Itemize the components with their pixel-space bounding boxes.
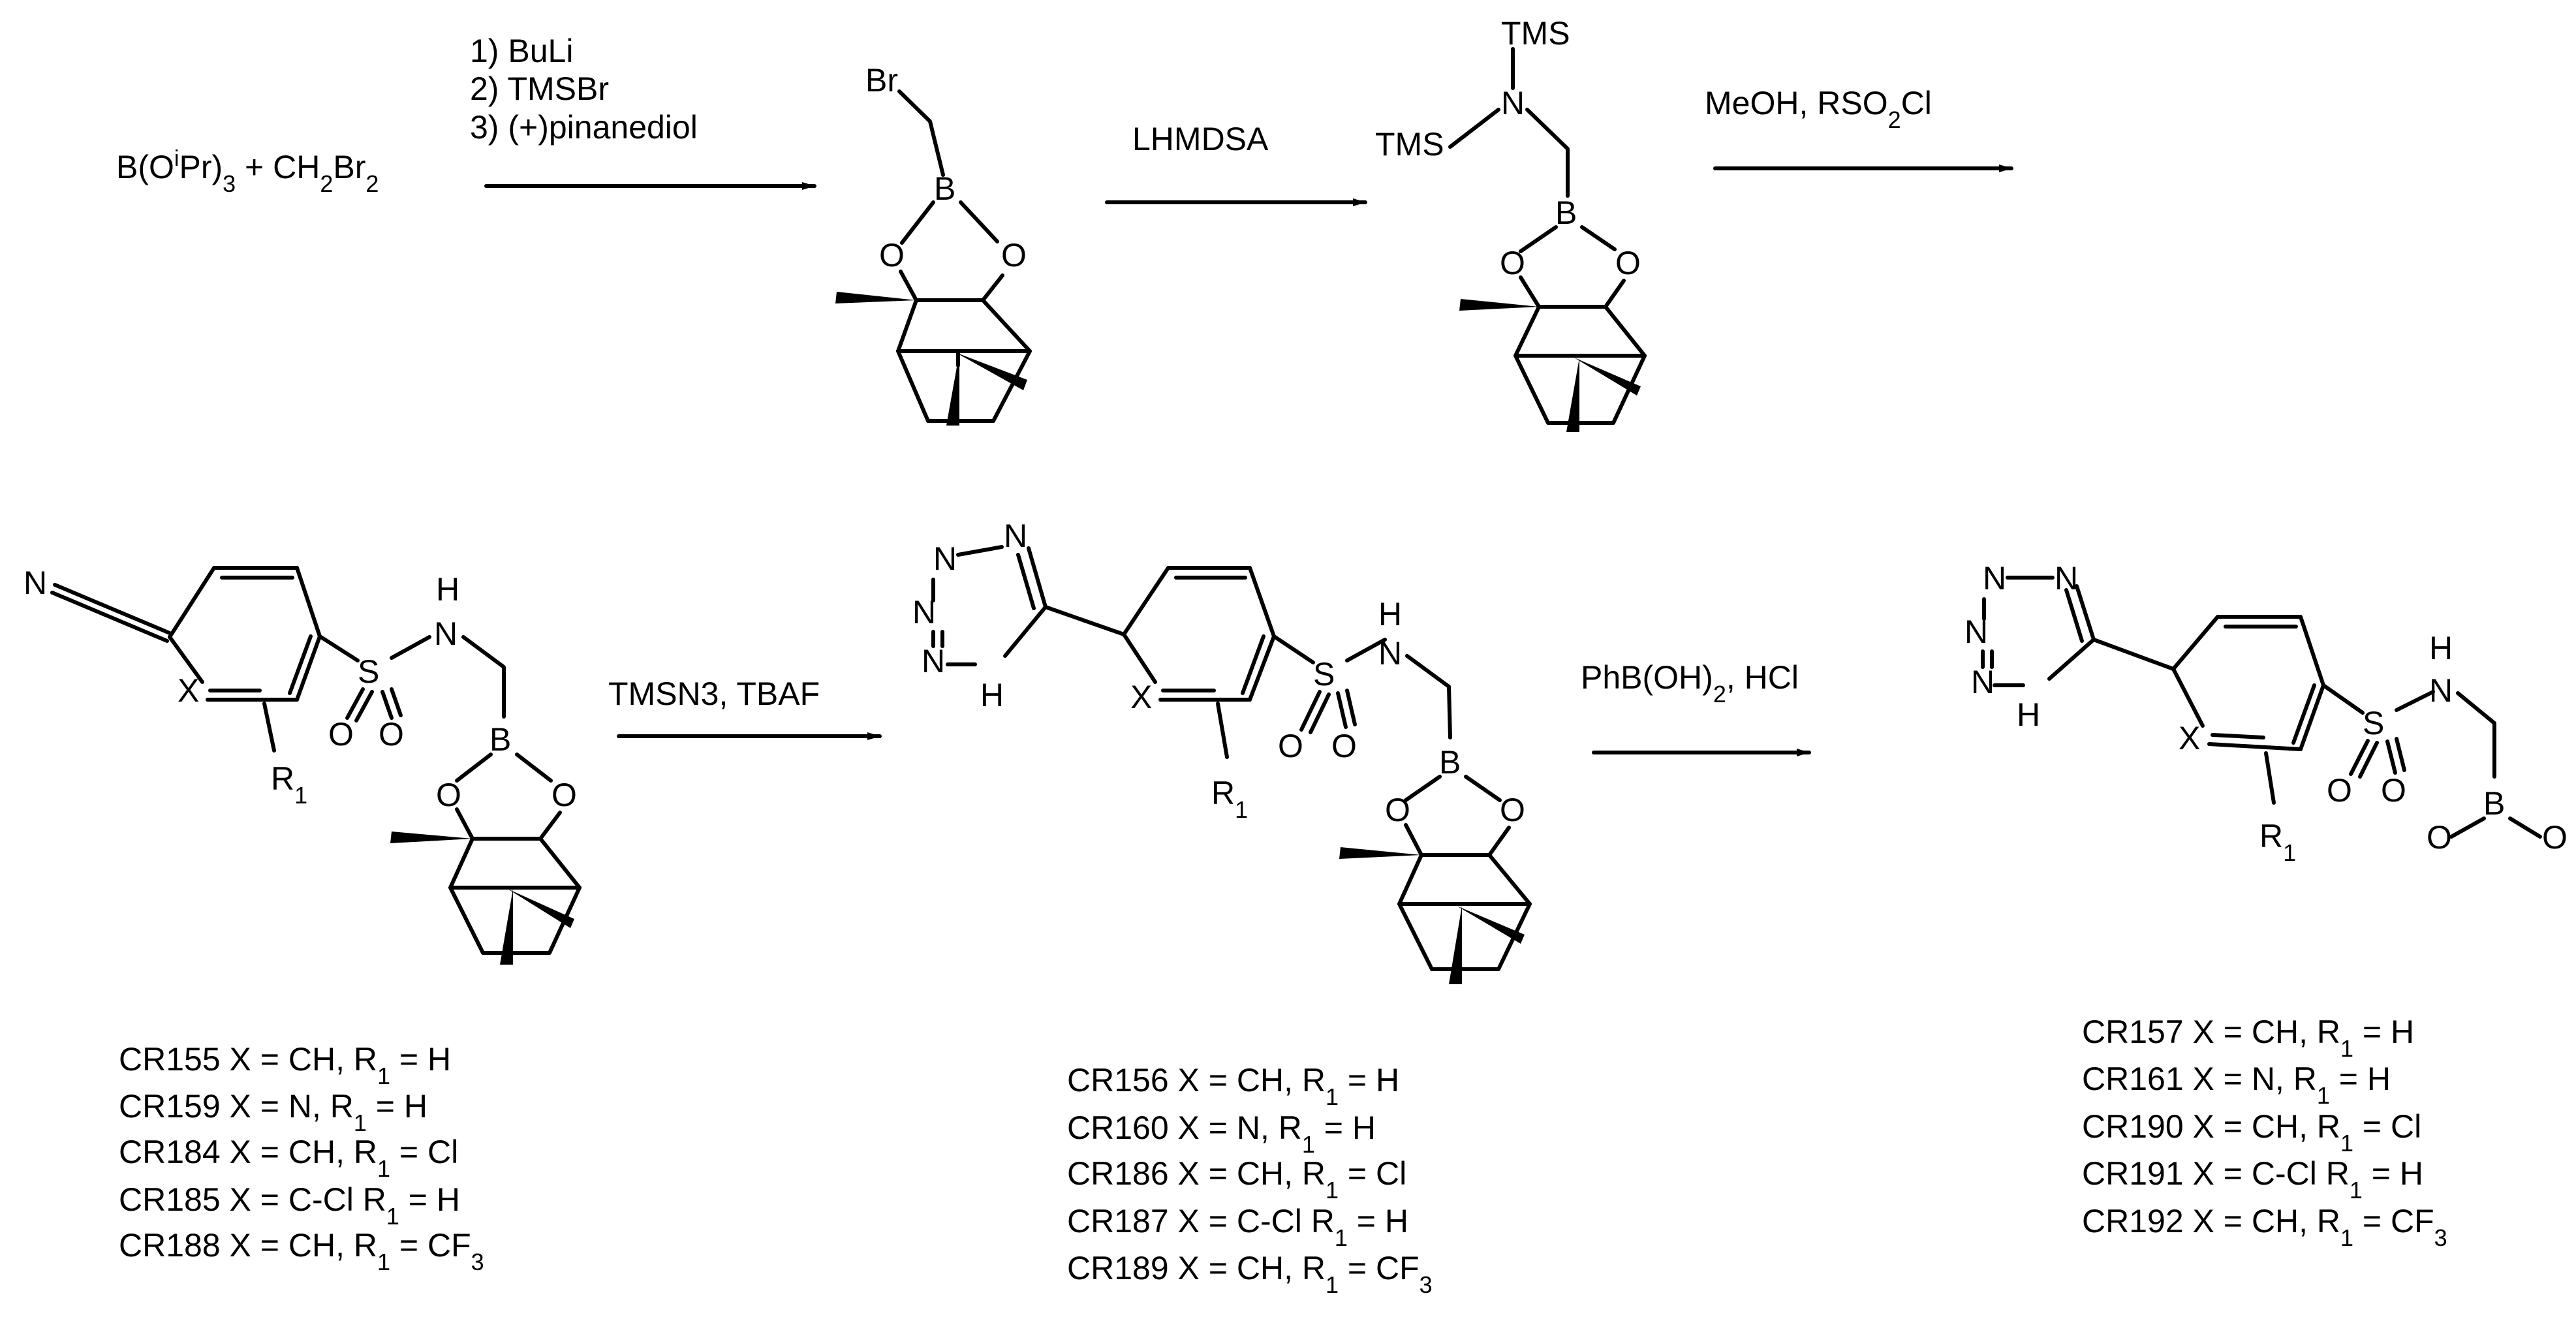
reaction-arrow-1: 1) BuLi 2) TMSBr 3) (+)pinanediol xyxy=(470,33,816,190)
svg-text:O: O xyxy=(379,716,404,753)
svg-text:B: B xyxy=(2483,785,2505,822)
svg-text:N: N xyxy=(2429,672,2453,709)
svg-text:B: B xyxy=(934,170,955,207)
svg-text:N: N xyxy=(1983,560,2006,597)
svg-text:H: H xyxy=(980,677,1004,713)
svg-text:N: N xyxy=(933,540,957,577)
compound-cr184: CR184 X = CH, R1 = Cl xyxy=(119,1134,458,1182)
svg-text:H: H xyxy=(2017,696,2040,733)
svg-text:O: O xyxy=(1615,245,1641,281)
svg-text:S: S xyxy=(2363,705,2384,741)
svg-text:O: O xyxy=(1385,792,1410,828)
svg-text:O: O xyxy=(328,716,354,753)
svg-text:Br: Br xyxy=(865,62,898,99)
svg-text:N: N xyxy=(1378,635,1402,672)
r1-label: R1 xyxy=(2259,818,2296,866)
tetrazole-sulfonamide-boronic-acid: N N N N H X R1 S O O H N B O O xyxy=(1964,560,2568,866)
compound-cr187: CR187 X = C-Cl R1 = H xyxy=(1067,1203,1408,1251)
reaction-arrow-5: PhB(OH)2, HCl xyxy=(1581,659,1811,756)
bis-tms-aminomethyl-boronate: TMS N TMS B O O xyxy=(1375,15,1647,432)
condition-lhmdsa: LHMDSA xyxy=(1132,121,1269,157)
condition-step-2: 2) TMSBr xyxy=(470,70,609,107)
compound-cr186: CR186 X = CH, R1 = Cl xyxy=(1067,1155,1406,1204)
condition-tmsn3-tbaf: TMSN3, TBAF xyxy=(608,676,820,712)
svg-text:N: N xyxy=(434,615,458,652)
svg-text:O: O xyxy=(2427,819,2452,856)
svg-text:O: O xyxy=(2327,772,2352,809)
svg-text:O: O xyxy=(1001,237,1027,273)
svg-text:X: X xyxy=(2179,720,2200,756)
svg-text:B: B xyxy=(489,721,511,758)
reaction-arrow-3: MeOH, RSO2Cl xyxy=(1705,85,2013,172)
compound-cr159: CR159 X = N, R1 = H xyxy=(119,1088,427,1136)
svg-text:N: N xyxy=(1501,85,1525,121)
svg-text:N: N xyxy=(922,643,945,679)
svg-text:S: S xyxy=(1313,656,1335,692)
svg-text:O: O xyxy=(551,777,577,813)
svg-text:X: X xyxy=(1130,679,1152,715)
svg-text:TMS: TMS xyxy=(1375,126,1444,163)
condition-meoh-rso2cl: MeOH, RSO2Cl xyxy=(1705,85,1932,133)
svg-text:O: O xyxy=(2381,772,2406,809)
condition-phboh2-hcl: PhB(OH)2, HCl xyxy=(1581,659,1799,707)
compound-cr155: CR155 X = CH, R1 = H xyxy=(119,1041,451,1089)
reaction-arrow-2: LHMDSA xyxy=(1105,121,1367,206)
svg-text:H: H xyxy=(436,571,459,608)
tetrazole-sulfonamide-boronate: N N N N H X R1 S O O H N B O O xyxy=(912,518,1532,984)
svg-text:O: O xyxy=(436,777,461,813)
svg-text:O: O xyxy=(1500,792,1525,828)
compound-list-c: CR157 X = CH, R1 = H CR161 X = N, R1 = H… xyxy=(2082,1014,2447,1251)
condition-step-1: 1) BuLi xyxy=(470,33,573,69)
compound-cr190: CR190 X = CH, R1 = Cl xyxy=(2082,1108,2421,1157)
compound-cr157: CR157 X = CH, R1 = H xyxy=(2082,1014,2414,1062)
svg-text:N: N xyxy=(1971,664,1994,700)
svg-text:N: N xyxy=(1004,518,1027,554)
svg-text:H: H xyxy=(1378,596,1402,632)
compound-cr161: CR161 X = N, R1 = H xyxy=(2082,1061,2391,1109)
svg-text:TMS: TMS xyxy=(1501,15,1570,52)
svg-text:B: B xyxy=(1555,194,1577,231)
svg-text:B: B xyxy=(1439,744,1461,781)
reaction-arrow-4: TMSN3, TBAF xyxy=(608,676,882,740)
compound-cr185: CR185 X = C-Cl R1 = H xyxy=(119,1181,460,1230)
svg-text:H: H xyxy=(2429,630,2453,666)
compound-cr189: CR189 X = CH, R1 = CF3 xyxy=(1067,1250,1433,1298)
r1-label: R1 xyxy=(1211,775,1248,823)
svg-text:O: O xyxy=(1331,728,1357,764)
compound-cr192: CR192 X = CH, R1 = CF3 xyxy=(2082,1203,2447,1251)
svg-text:O: O xyxy=(2542,819,2568,856)
compound-cr191: CR191 X = C-Cl R1 = H xyxy=(2082,1155,2423,1204)
compound-list-a: CR155 X = CH, R1 = H CR159 X = N, R1 = H… xyxy=(119,1041,484,1275)
nitrile-sulfonamide-boronate: N X R1 S O O H N B O O xyxy=(23,565,582,965)
svg-text:N: N xyxy=(23,565,47,601)
svg-text:S: S xyxy=(358,653,379,690)
condition-step-3: 3) (+)pinanediol xyxy=(470,109,698,146)
compound-cr156: CR156 X = CH, R1 = H xyxy=(1067,1062,1399,1110)
r1-label: R1 xyxy=(271,760,307,809)
bromomethyl-pinanediol-boronate: Br B O O xyxy=(835,62,1032,426)
svg-text:X: X xyxy=(178,672,199,709)
starting-materials: B(OiPr)3 + CH2Br2 xyxy=(116,146,379,197)
compound-list-b: CR156 X = CH, R1 = H CR160 X = N, R1 = H… xyxy=(1067,1062,1433,1298)
compound-cr188: CR188 X = CH, R1 = CF3 xyxy=(119,1227,484,1275)
svg-text:O: O xyxy=(1278,728,1303,764)
compound-cr160: CR160 X = N, R1 = H xyxy=(1067,1110,1376,1158)
